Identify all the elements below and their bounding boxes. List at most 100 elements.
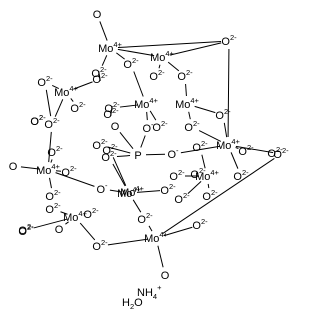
bond-o_a4-o_b1 [98,71,101,81]
bond-o_x2-mo9 [201,154,206,169]
atom-o_h1: O2- [45,201,61,216]
atom-mo4: Mo4+ [134,96,158,111]
atom-mo12: Mo4+ [144,230,168,245]
atom-o_j1: O2- [92,238,108,253]
bond-mo7-o_c5 [48,131,52,163]
atom-o_r1: O2- [221,33,237,48]
atom-o_bl: O [55,224,64,236]
bond-o_c2-o_b2 [110,106,113,116]
atom-o_g4: O2- [45,188,61,203]
bond-mo5-o_c4 [194,105,216,114]
bond-o_d2-mo10 [112,157,127,186]
bond-mo2-o_a2 [158,64,161,69]
bond-mo6-o_x3 [235,147,239,149]
bond-mo10-o_f2 [109,189,122,193]
bond-mo10-o_h3 [132,199,142,213]
bond-mo4-o_b2 [119,104,139,108]
bond-lines [20,21,275,268]
bond-o_a5-o_c5 [45,89,52,117]
bond-mo6-o_g2 [230,152,239,169]
atom-o_l3: O2- [18,223,34,238]
bond-p-o_m2 [119,131,134,150]
bond-p-o_x1 [107,146,131,154]
bond-mo3-o_c5 [54,99,64,117]
atom-o_bt: O [161,270,170,282]
atom-p: P [134,150,141,162]
atom-mo7: Mo4+ [36,162,60,177]
bond-mo4-o_m1 [146,111,148,121]
bond-mo7-o_g4 [49,177,52,189]
bond-o_e2-mo10 [112,163,126,187]
atom-o_h3: O2- [137,211,153,226]
bond-mo4-o_c3 [149,110,157,121]
bond-o_a5-mo3 [52,84,59,90]
bond-mo3-o_b1 [73,81,93,90]
bond-o_e1-mo12 [162,158,275,234]
bond-mo12-o_j1 [107,238,149,246]
atom-o_e3: O2- [61,164,77,179]
bond-mo12-o_i2 [163,226,193,237]
atom-o_a2: O2- [149,68,165,83]
bond-mo7-o_d1 [50,159,53,163]
bond-mo10-o_g3 [136,190,161,193]
bond-p-o_e2 [116,155,131,157]
atom-o_c2: O2- [103,106,119,121]
atom-o_i1: O2- [18,222,34,237]
atom-o_e1: O2- [273,146,289,161]
atom-o_i2: O2- [192,217,208,232]
atom-o_g3: O2- [160,182,176,197]
atom-o_d2: O2- [102,142,118,157]
atom-o_top: O [93,9,102,21]
atom-o_g2: O2- [233,168,249,183]
bond-mo6-o_e1 [235,145,274,154]
atom-o_m3: O2- [184,119,200,134]
atom-o_p: O- [167,146,179,161]
atom-o_e2: O2- [101,149,117,164]
bond-mo11-o_j1 [79,222,96,241]
atom-o_b1: O2- [92,71,108,86]
bond-o_r1-mo6 [227,48,230,138]
atom-mo9: Mo4+ [195,168,219,183]
atom-mo2: Mo4+ [150,49,174,64]
bond-mo2-o_r1 [169,42,222,56]
structure-diagram: OMo4+Mo4+O2-O2-O2-O2-O2-O2-O2-Mo4+O2-Mo4… [9,9,289,311]
bond-mo7-o_f2 [55,172,95,187]
bond-mo7-o_dl [20,166,41,170]
atom-o_h2: O2- [83,206,99,221]
bond-mo1-o_r1 [117,40,222,49]
atom-o_m1: O- [142,120,154,135]
bond-o_m1-p [140,135,146,148]
atom-o_f1: O2- [169,168,185,183]
atom-mo3: Mo4+ [54,84,78,99]
bond-mo1-o_a1 [116,52,125,60]
atom-o_r2: O2- [267,145,283,160]
bond-mo9-o_g1 [207,183,210,189]
atom-o_f2: O- [96,181,108,196]
bond-mo1-o_a4 [101,55,108,66]
atom-mo5: Mo4+ [175,96,199,111]
atom-o_d1: O2- [47,144,63,159]
atom-o_x2: O2- [192,139,208,154]
atom-o_a3: O2- [177,68,193,83]
atom-o_c1: O2- [70,100,86,115]
atom-o_c5: O2- [44,116,60,131]
water-label: H2O [122,297,143,311]
atom-o_g5: O2- [174,191,190,206]
bond-mo12-o_bt [157,245,164,268]
atom-o_l1: O2- [30,113,46,128]
atom-labels: OMo4+Mo4+O2-O2-O2-O2-O2-O2-O2-Mo4+O2-Mo4… [9,9,289,282]
atom-mo8: Mo4+ [120,184,144,199]
bond-mo9-o_g5 [187,181,202,194]
atom-o_b2: O2- [104,100,120,115]
atom-o_m2: O [111,121,120,133]
atom-mo6: Mo4+ [216,137,240,152]
atom-mo1: Mo4+ [98,40,122,55]
atom-o_l2: O2- [30,113,46,128]
bond-o_p-mo6 [180,145,221,154]
bond-mo5-o_m3 [188,111,191,120]
atom-o_g1: O2- [202,188,218,203]
atom-mo10: Mo4+ [117,185,141,200]
atom-o_x1: O2- [92,137,108,152]
atom-o_c3: O2- [152,119,168,134]
atom-o_c4: O2- [215,107,231,122]
